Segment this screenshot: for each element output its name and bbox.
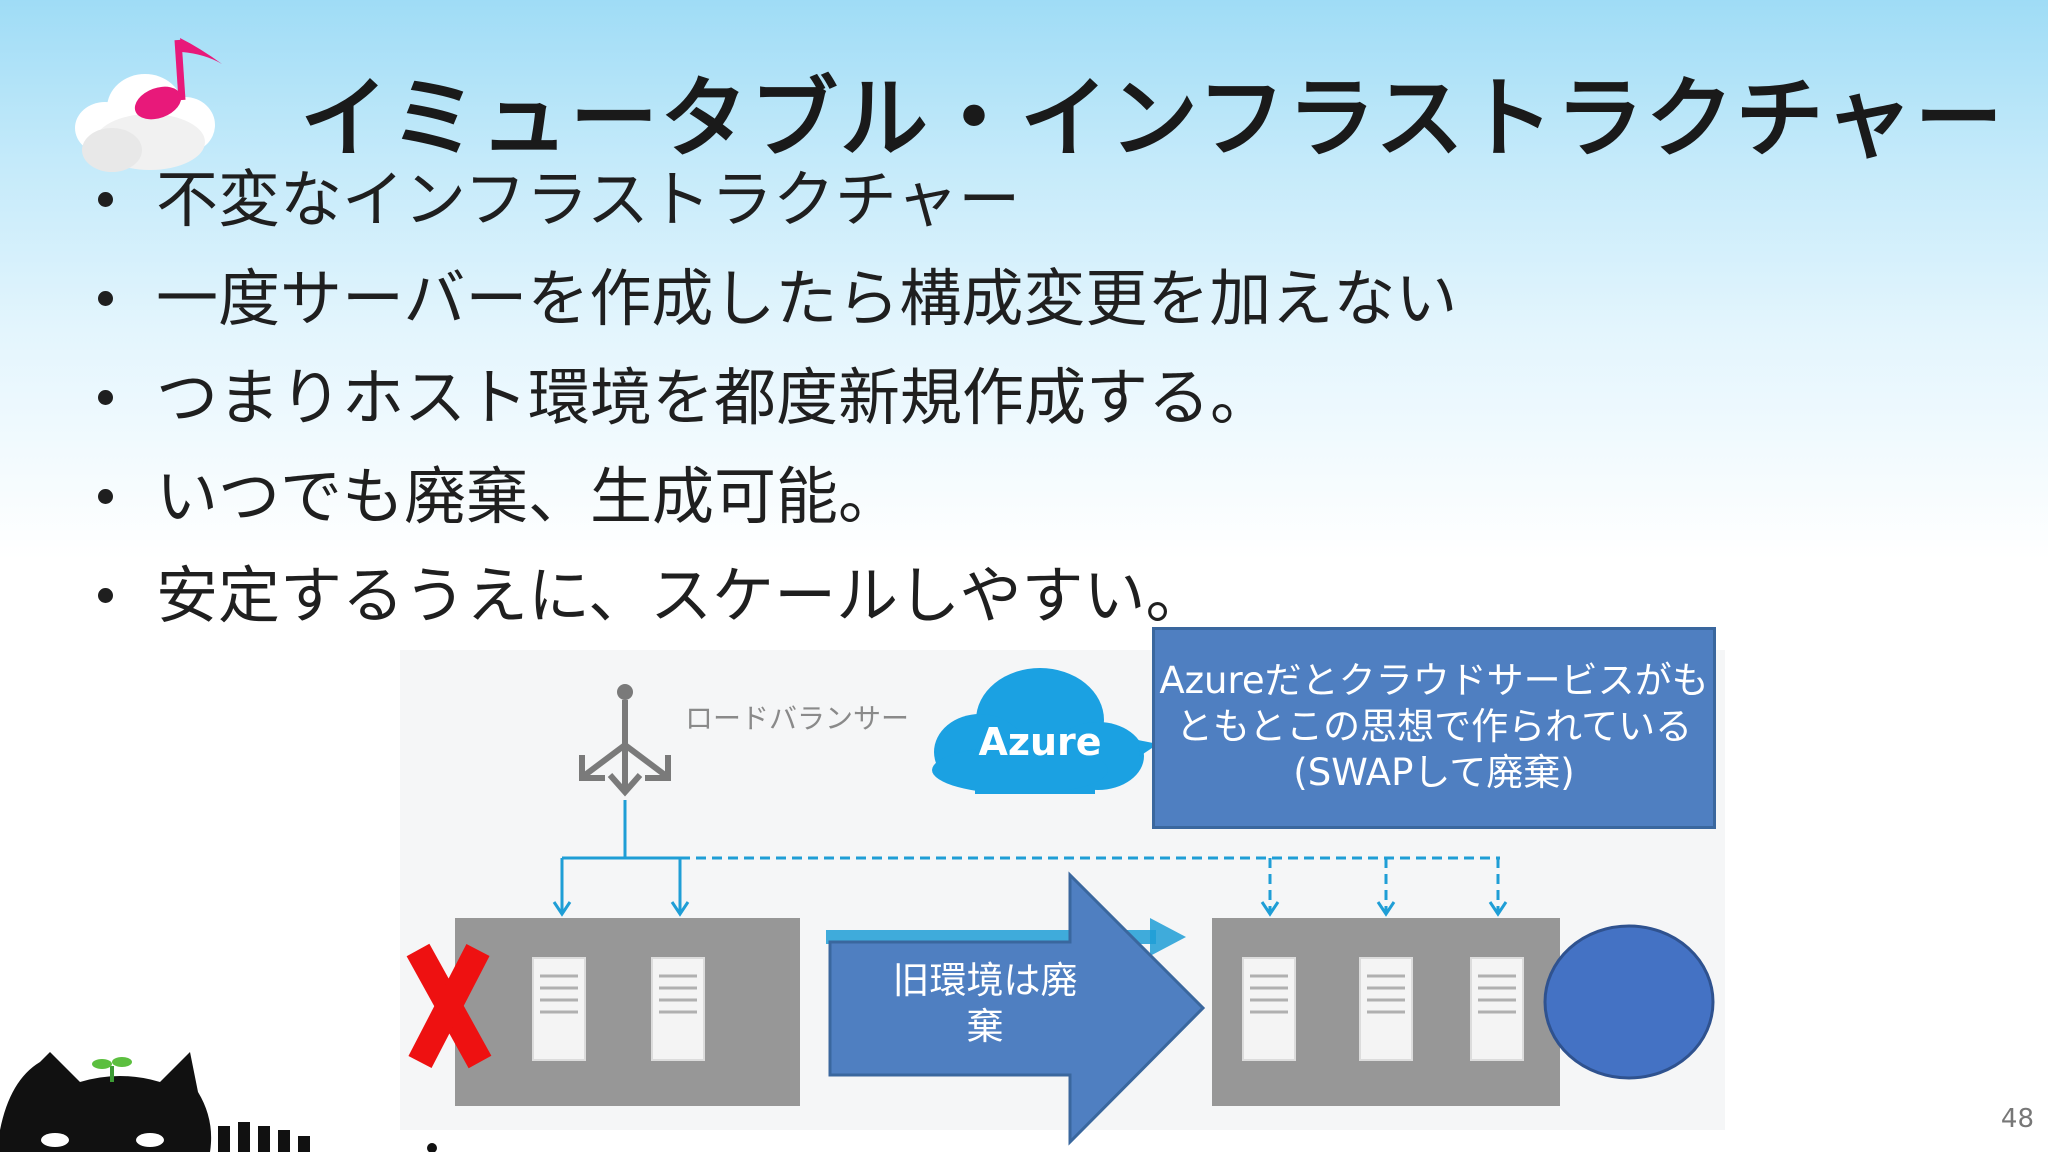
bullet-dot-icon xyxy=(98,588,113,603)
bullet-text: 安定するうえに、スケールしやすい。 xyxy=(156,559,1208,632)
blue-circle-shape xyxy=(1543,924,1715,1080)
server-icon xyxy=(1359,957,1413,1061)
bullet-text: 不変なインフラストラクチャー xyxy=(156,163,1021,236)
azure-cloud-icon xyxy=(932,668,1158,794)
bullet-dot-icon xyxy=(98,390,113,405)
bullet-item: 安定するうえに、スケールしやすい。 xyxy=(90,546,1457,645)
discard-x-icon xyxy=(406,943,492,1069)
discard-block-arrow xyxy=(828,871,1206,1146)
bullet-text: いつでも廃棄、生成可能。 xyxy=(156,460,901,533)
new-server-group xyxy=(1212,918,1560,1106)
bullet-item: いつでも廃棄、生成可能。 xyxy=(90,447,1457,546)
bullet-text: つまりホスト環境を都度新規作成する。 xyxy=(156,361,1273,434)
music-note-cloud-icon xyxy=(75,38,222,172)
slide-title: イミュータブル・インフラストラクチャー xyxy=(300,67,2005,170)
bullet-dot-icon xyxy=(98,489,113,504)
bullet-item: 不変なインフラストラクチャー xyxy=(90,150,1457,249)
bullet-item: 一度サーバーを作成したら構成変更を加えない xyxy=(90,249,1457,348)
load-balancer-label: ロードバランサー xyxy=(685,702,910,735)
connector-lines xyxy=(552,800,1508,917)
server-icon xyxy=(1470,957,1524,1061)
server-icon xyxy=(651,957,705,1061)
page-number: 48 xyxy=(2000,1104,2034,1134)
bullet-dot-icon xyxy=(98,192,113,207)
bullet-dot-icon xyxy=(98,291,113,306)
discard-arrow-label: 旧環境は廃棄 xyxy=(892,959,1078,1048)
azure-callout-box: Azureだとクラウドサービスがもともとこの思想で作られている(SWAPして廃棄… xyxy=(1152,627,1716,829)
bullet-item: つまりホスト環境を都度新規作成する。 xyxy=(90,348,1457,447)
cat-mascot-icon xyxy=(0,1052,437,1152)
load-balancer-icon xyxy=(579,684,671,797)
server-icon xyxy=(532,957,586,1061)
azure-label: Azure xyxy=(978,720,1102,764)
bullet-text: 一度サーバーを作成したら構成変更を加えない xyxy=(156,262,1458,335)
server-icon xyxy=(1242,957,1296,1061)
old-server-group xyxy=(455,918,800,1106)
bullet-list: 不変なインフラストラクチャー 一度サーバーを作成したら構成変更を加えない つまり… xyxy=(90,150,1457,645)
